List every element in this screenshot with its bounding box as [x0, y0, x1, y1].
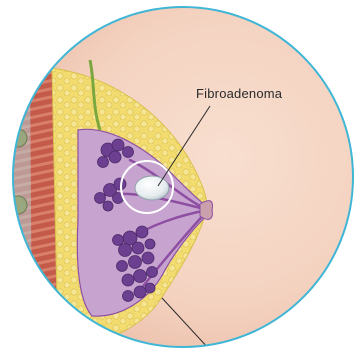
rib-bone: [9, 196, 27, 214]
fibroadenoma-label: Fibroadenoma: [196, 86, 282, 101]
nipple: [200, 201, 213, 220]
fibroadenoma-lump: [135, 176, 169, 200]
rib-bone: [9, 263, 27, 281]
